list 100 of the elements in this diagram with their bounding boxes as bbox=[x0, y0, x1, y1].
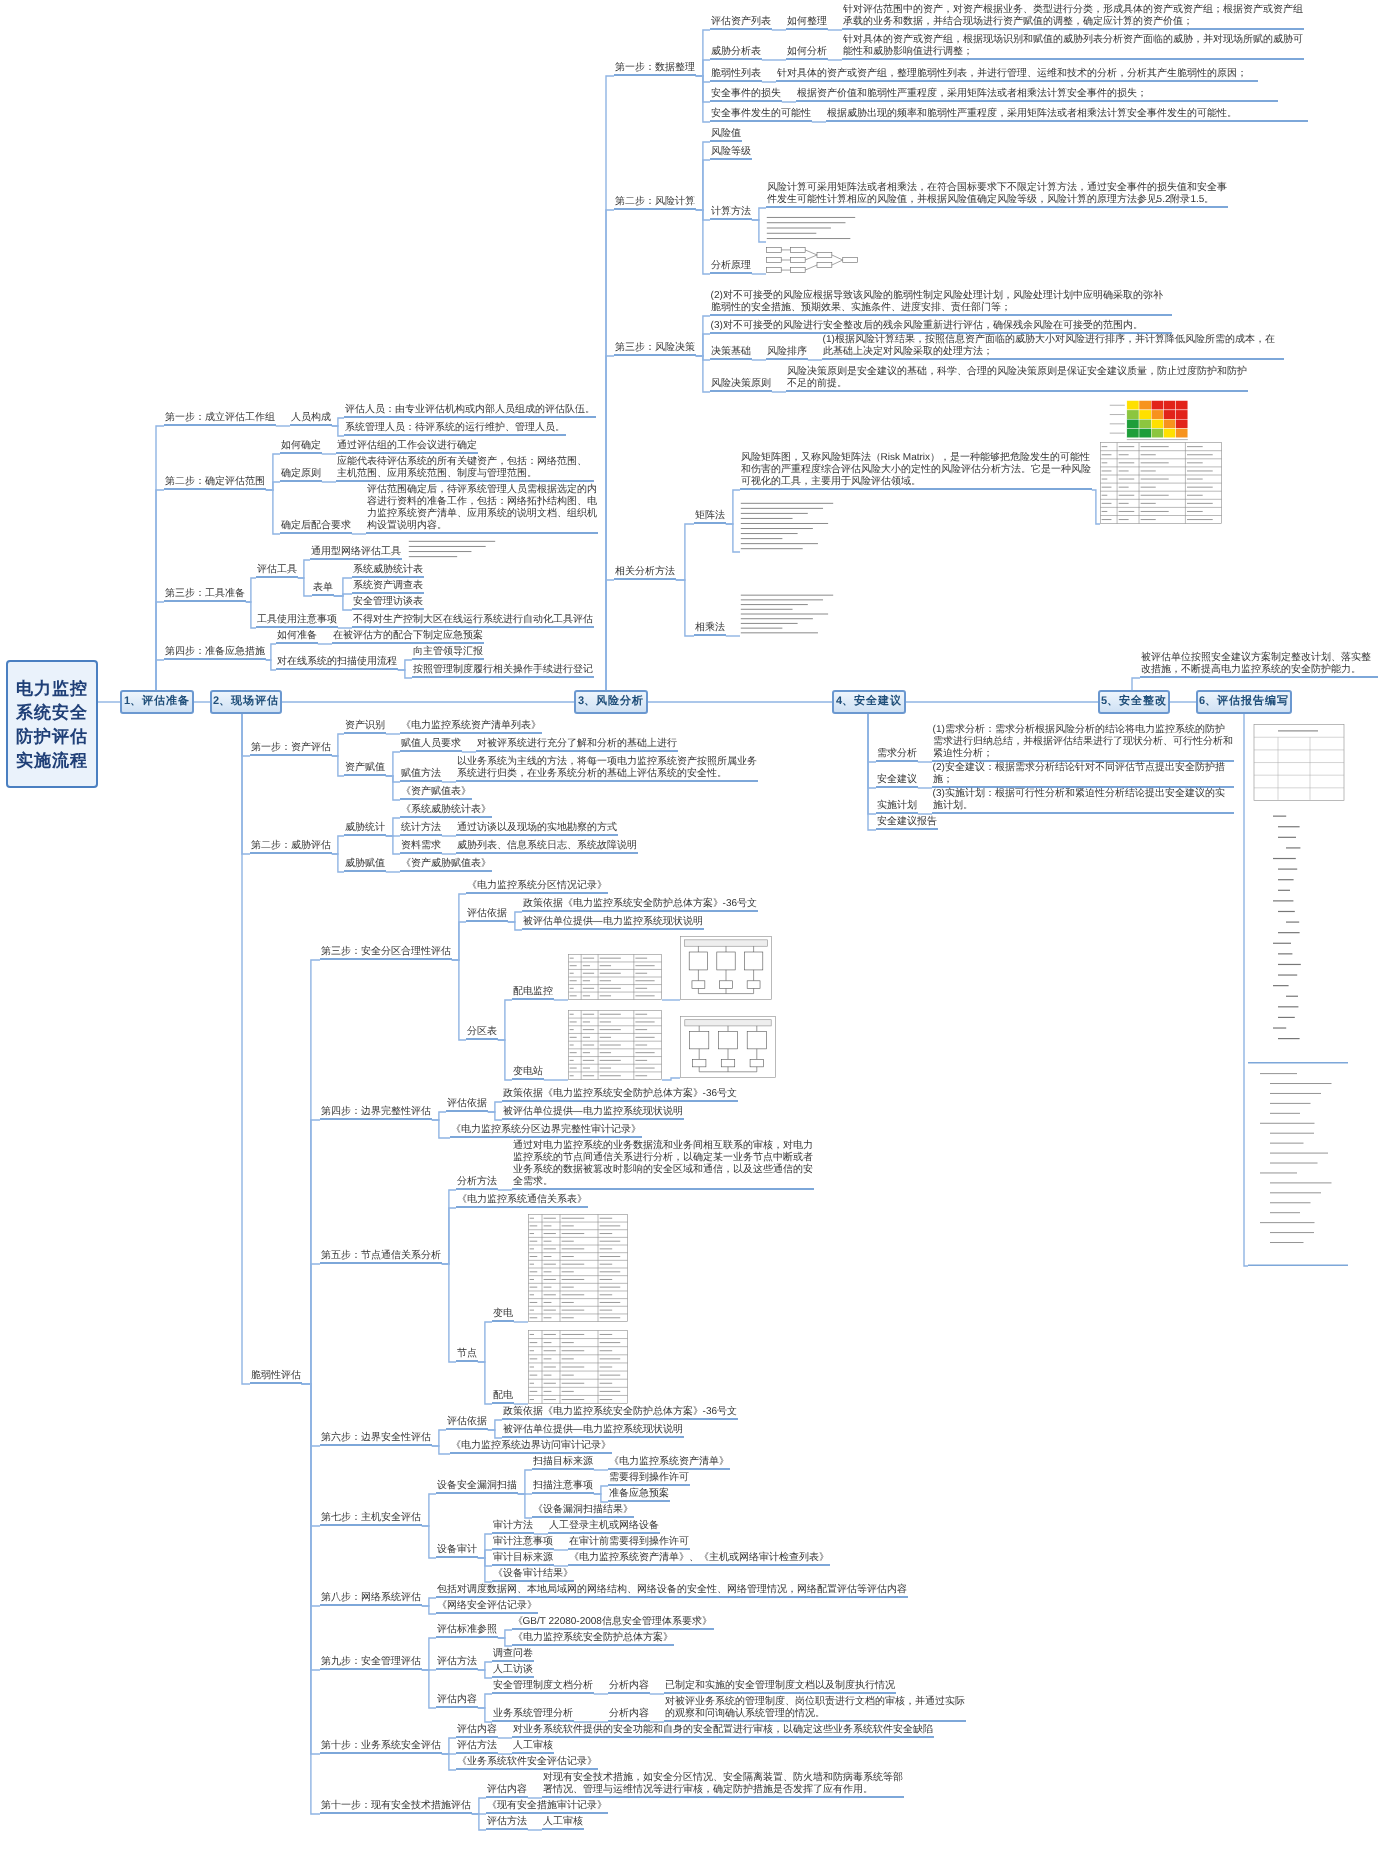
branch-line bbox=[331, 755, 345, 777]
branch-line bbox=[487, 1429, 503, 1439]
branch-line bbox=[421, 1669, 437, 1709]
branch-line bbox=[811, 121, 827, 123]
branch-line bbox=[593, 1693, 609, 1695]
branch-line bbox=[553, 1565, 569, 1567]
branch-line bbox=[827, 29, 843, 31]
branch-line bbox=[397, 669, 413, 679]
branch-line bbox=[781, 101, 797, 103]
branch-line bbox=[917, 787, 933, 789]
branch-line bbox=[477, 1669, 493, 1679]
branch-line bbox=[297, 559, 311, 579]
branch-line bbox=[321, 481, 337, 483]
branch-line bbox=[297, 577, 313, 597]
branch-line bbox=[695, 209, 711, 275]
branch-line bbox=[553, 1549, 569, 1551]
branch-line bbox=[527, 1829, 543, 1831]
branch-line bbox=[675, 579, 695, 637]
branch-line bbox=[827, 59, 843, 61]
diagram-picture bbox=[680, 1016, 776, 1078]
branch-line bbox=[331, 853, 345, 873]
branch-line bbox=[649, 1693, 665, 1695]
table-picture bbox=[568, 1010, 662, 1080]
table-picture bbox=[568, 954, 662, 1000]
branch-line bbox=[1243, 713, 1249, 1267]
branch-line bbox=[761, 59, 787, 61]
branch-line bbox=[421, 1525, 437, 1559]
branch-line bbox=[477, 1557, 493, 1583]
branch-line bbox=[695, 75, 711, 123]
branch-line bbox=[431, 1119, 451, 1139]
branch-line bbox=[507, 921, 523, 931]
branch-line bbox=[725, 635, 741, 637]
branch-line bbox=[477, 1361, 493, 1405]
branch-line bbox=[771, 391, 787, 393]
branch-line bbox=[331, 835, 345, 855]
branch-line bbox=[751, 273, 767, 275]
table-picture bbox=[528, 1330, 628, 1404]
branch-line bbox=[725, 523, 741, 553]
table-picture bbox=[528, 1214, 628, 1322]
branch-line bbox=[905, 701, 1099, 703]
text-picture bbox=[766, 214, 856, 242]
branch-line bbox=[497, 1189, 513, 1191]
branch-line bbox=[497, 1039, 513, 1081]
branch-line bbox=[241, 713, 251, 1385]
branch-line bbox=[487, 1111, 503, 1121]
branch-line bbox=[331, 425, 345, 437]
branch-line bbox=[317, 643, 333, 645]
branch-line bbox=[441, 835, 457, 837]
branch-line bbox=[513, 1321, 529, 1323]
branch-line bbox=[533, 1533, 549, 1535]
branch-line bbox=[497, 1753, 513, 1755]
branch-line bbox=[661, 1077, 681, 1081]
branch-line bbox=[593, 1493, 609, 1503]
branch-line bbox=[647, 701, 833, 703]
branch-line bbox=[807, 359, 823, 361]
branch-line bbox=[333, 595, 353, 611]
branch-line bbox=[385, 871, 401, 873]
flowchart-picture bbox=[766, 246, 858, 274]
branch-line bbox=[265, 489, 281, 535]
branch-line bbox=[543, 1079, 569, 1081]
branch-line bbox=[461, 751, 477, 753]
branch-line bbox=[1091, 489, 1101, 525]
branch-line bbox=[527, 1797, 543, 1799]
branch-line bbox=[441, 853, 457, 855]
branch-line bbox=[245, 577, 257, 603]
branch-line bbox=[605, 579, 615, 691]
branch-line bbox=[451, 959, 467, 1041]
branch-line bbox=[695, 355, 711, 393]
text-picture bbox=[740, 592, 834, 636]
branch-line bbox=[385, 733, 401, 735]
branch-line bbox=[441, 781, 457, 783]
branch-line bbox=[193, 701, 211, 703]
branch-line bbox=[497, 1637, 513, 1647]
branch-line bbox=[431, 1445, 451, 1455]
branch-line bbox=[751, 219, 767, 243]
branch-line bbox=[513, 1403, 529, 1405]
branch-line bbox=[771, 29, 787, 31]
branch-line bbox=[331, 733, 345, 757]
branch-line bbox=[385, 835, 401, 855]
branch-line bbox=[321, 453, 337, 455]
branch-line bbox=[471, 1813, 487, 1831]
chart-picture bbox=[1100, 400, 1222, 524]
document-picture bbox=[1248, 724, 1348, 1266]
branch-line bbox=[97, 701, 121, 703]
branch-line bbox=[337, 627, 353, 629]
branch-line bbox=[593, 1469, 609, 1471]
branch-line bbox=[245, 601, 257, 629]
branch-line bbox=[351, 533, 367, 535]
branch-line bbox=[275, 425, 291, 427]
branch-line bbox=[421, 1605, 437, 1615]
text-picture bbox=[740, 500, 834, 552]
branch-line bbox=[573, 1721, 609, 1723]
branch-line bbox=[265, 643, 277, 661]
branch-line bbox=[761, 81, 777, 83]
branch-line bbox=[497, 1737, 513, 1739]
branch-line bbox=[517, 1493, 533, 1519]
branch-line bbox=[553, 999, 569, 1001]
branch-line bbox=[385, 775, 401, 801]
branch-line bbox=[155, 659, 165, 691]
branch-line bbox=[331, 417, 345, 427]
